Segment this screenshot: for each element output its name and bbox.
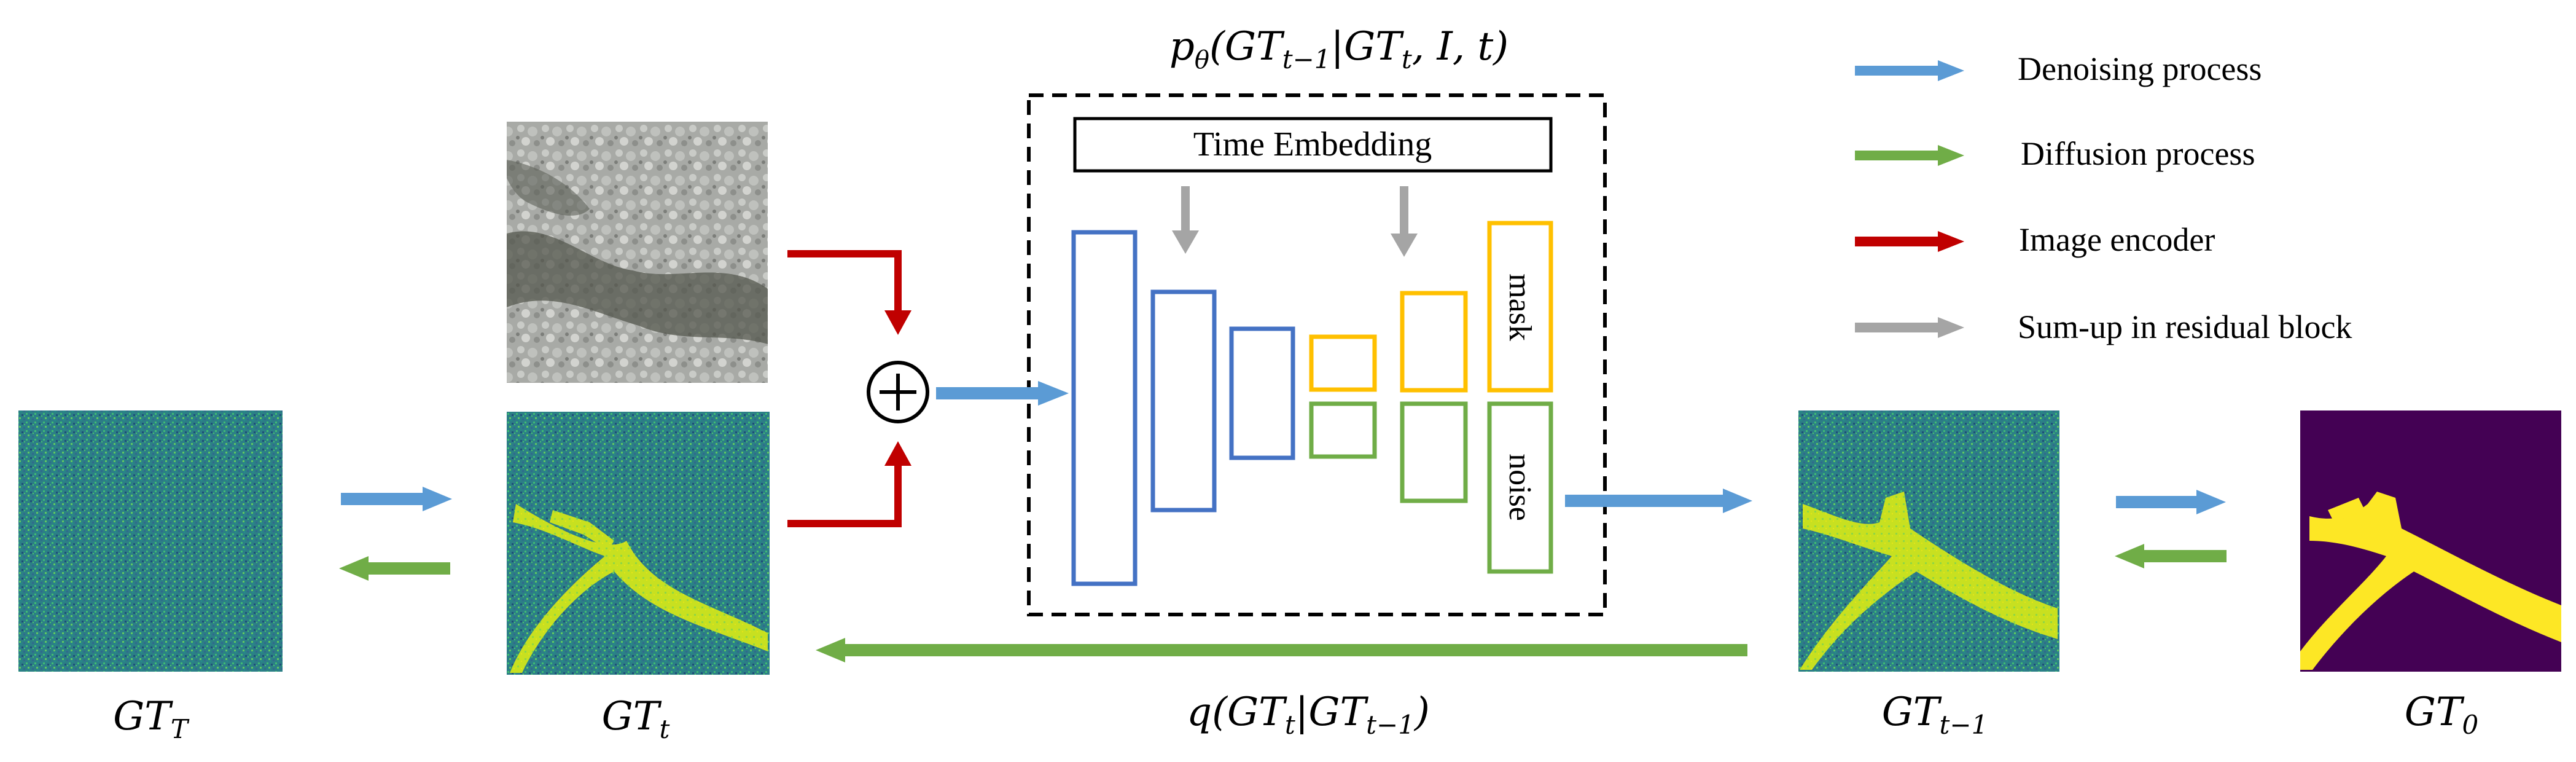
mask-decoder-block-3 [1487, 221, 1553, 393]
legend-label-denoising: Denoising process [2018, 50, 2262, 87]
noise-label: noise [1502, 454, 1537, 521]
mask-decoder-block-2 [1400, 291, 1468, 393]
input-image [507, 122, 768, 383]
sum-node [867, 361, 929, 423]
encoder-block-2 [1150, 289, 1217, 513]
image-gt-0 [2300, 410, 2561, 672]
label-gt-0: GT0 [2405, 689, 2479, 740]
denoise-arrow-gtT [341, 487, 452, 511]
time-embedding-box [1073, 117, 1553, 173]
legend-label-diffusion: Diffusion process [2021, 135, 2255, 172]
legend-label-encoder: Image encoder [2019, 221, 2215, 258]
residual-arrow-right [1391, 186, 1418, 257]
diffuse-arrow-long [816, 638, 1747, 662]
legend-item-diffusion: Diffusion process [1855, 135, 2255, 172]
encoder-block-3 [1229, 326, 1295, 460]
time-embedding-label: Time Embedding [1193, 125, 1432, 163]
denoise-arrow-from-model [1565, 489, 1752, 513]
legend-item-denoising: Denoising process [1855, 50, 2262, 87]
label-gt-T: GTT [113, 694, 190, 744]
noise-decoder-block-2 [1400, 401, 1468, 503]
mask-label: mask [1502, 273, 1537, 341]
noise-decoder-block-3 [1487, 401, 1553, 574]
encoder-block-1 [1071, 230, 1138, 586]
residual-arrow-left [1172, 186, 1199, 254]
image-gt-T [18, 410, 283, 672]
encoder-arrow-bottom [787, 441, 911, 527]
denoise-arrow-to-model [936, 381, 1069, 406]
bottom-formula: q(GTt|GTt−1) [1187, 689, 1430, 740]
label-gt-t-minus-1: GTt−1 [1882, 689, 1988, 740]
legend-item-encoder: Image encoder [1855, 221, 2215, 258]
model-box [1027, 93, 1607, 616]
image-gt-t-minus-1 [1798, 410, 2059, 672]
image-gt-t [507, 412, 770, 675]
label-gt-t: GTt [602, 694, 670, 744]
encoder-arrow-top [787, 250, 911, 335]
diffuse-arrow-gtT [339, 556, 450, 581]
top-formula: pθ(GTt−1|GTt, I, t) [1169, 24, 1509, 74]
denoise-arrow-gt0 [2116, 490, 2226, 514]
legend: Denoising process Diffusion process Imag… [1855, 50, 2352, 345]
mask-decoder-block-1 [1309, 334, 1377, 392]
diffuse-arrow-gt0 [2115, 544, 2227, 568]
legend-item-residual: Sum-up in residual block [1855, 308, 2352, 345]
legend-label-residual: Sum-up in residual block [2018, 308, 2352, 345]
noise-decoder-block-1 [1309, 401, 1377, 459]
